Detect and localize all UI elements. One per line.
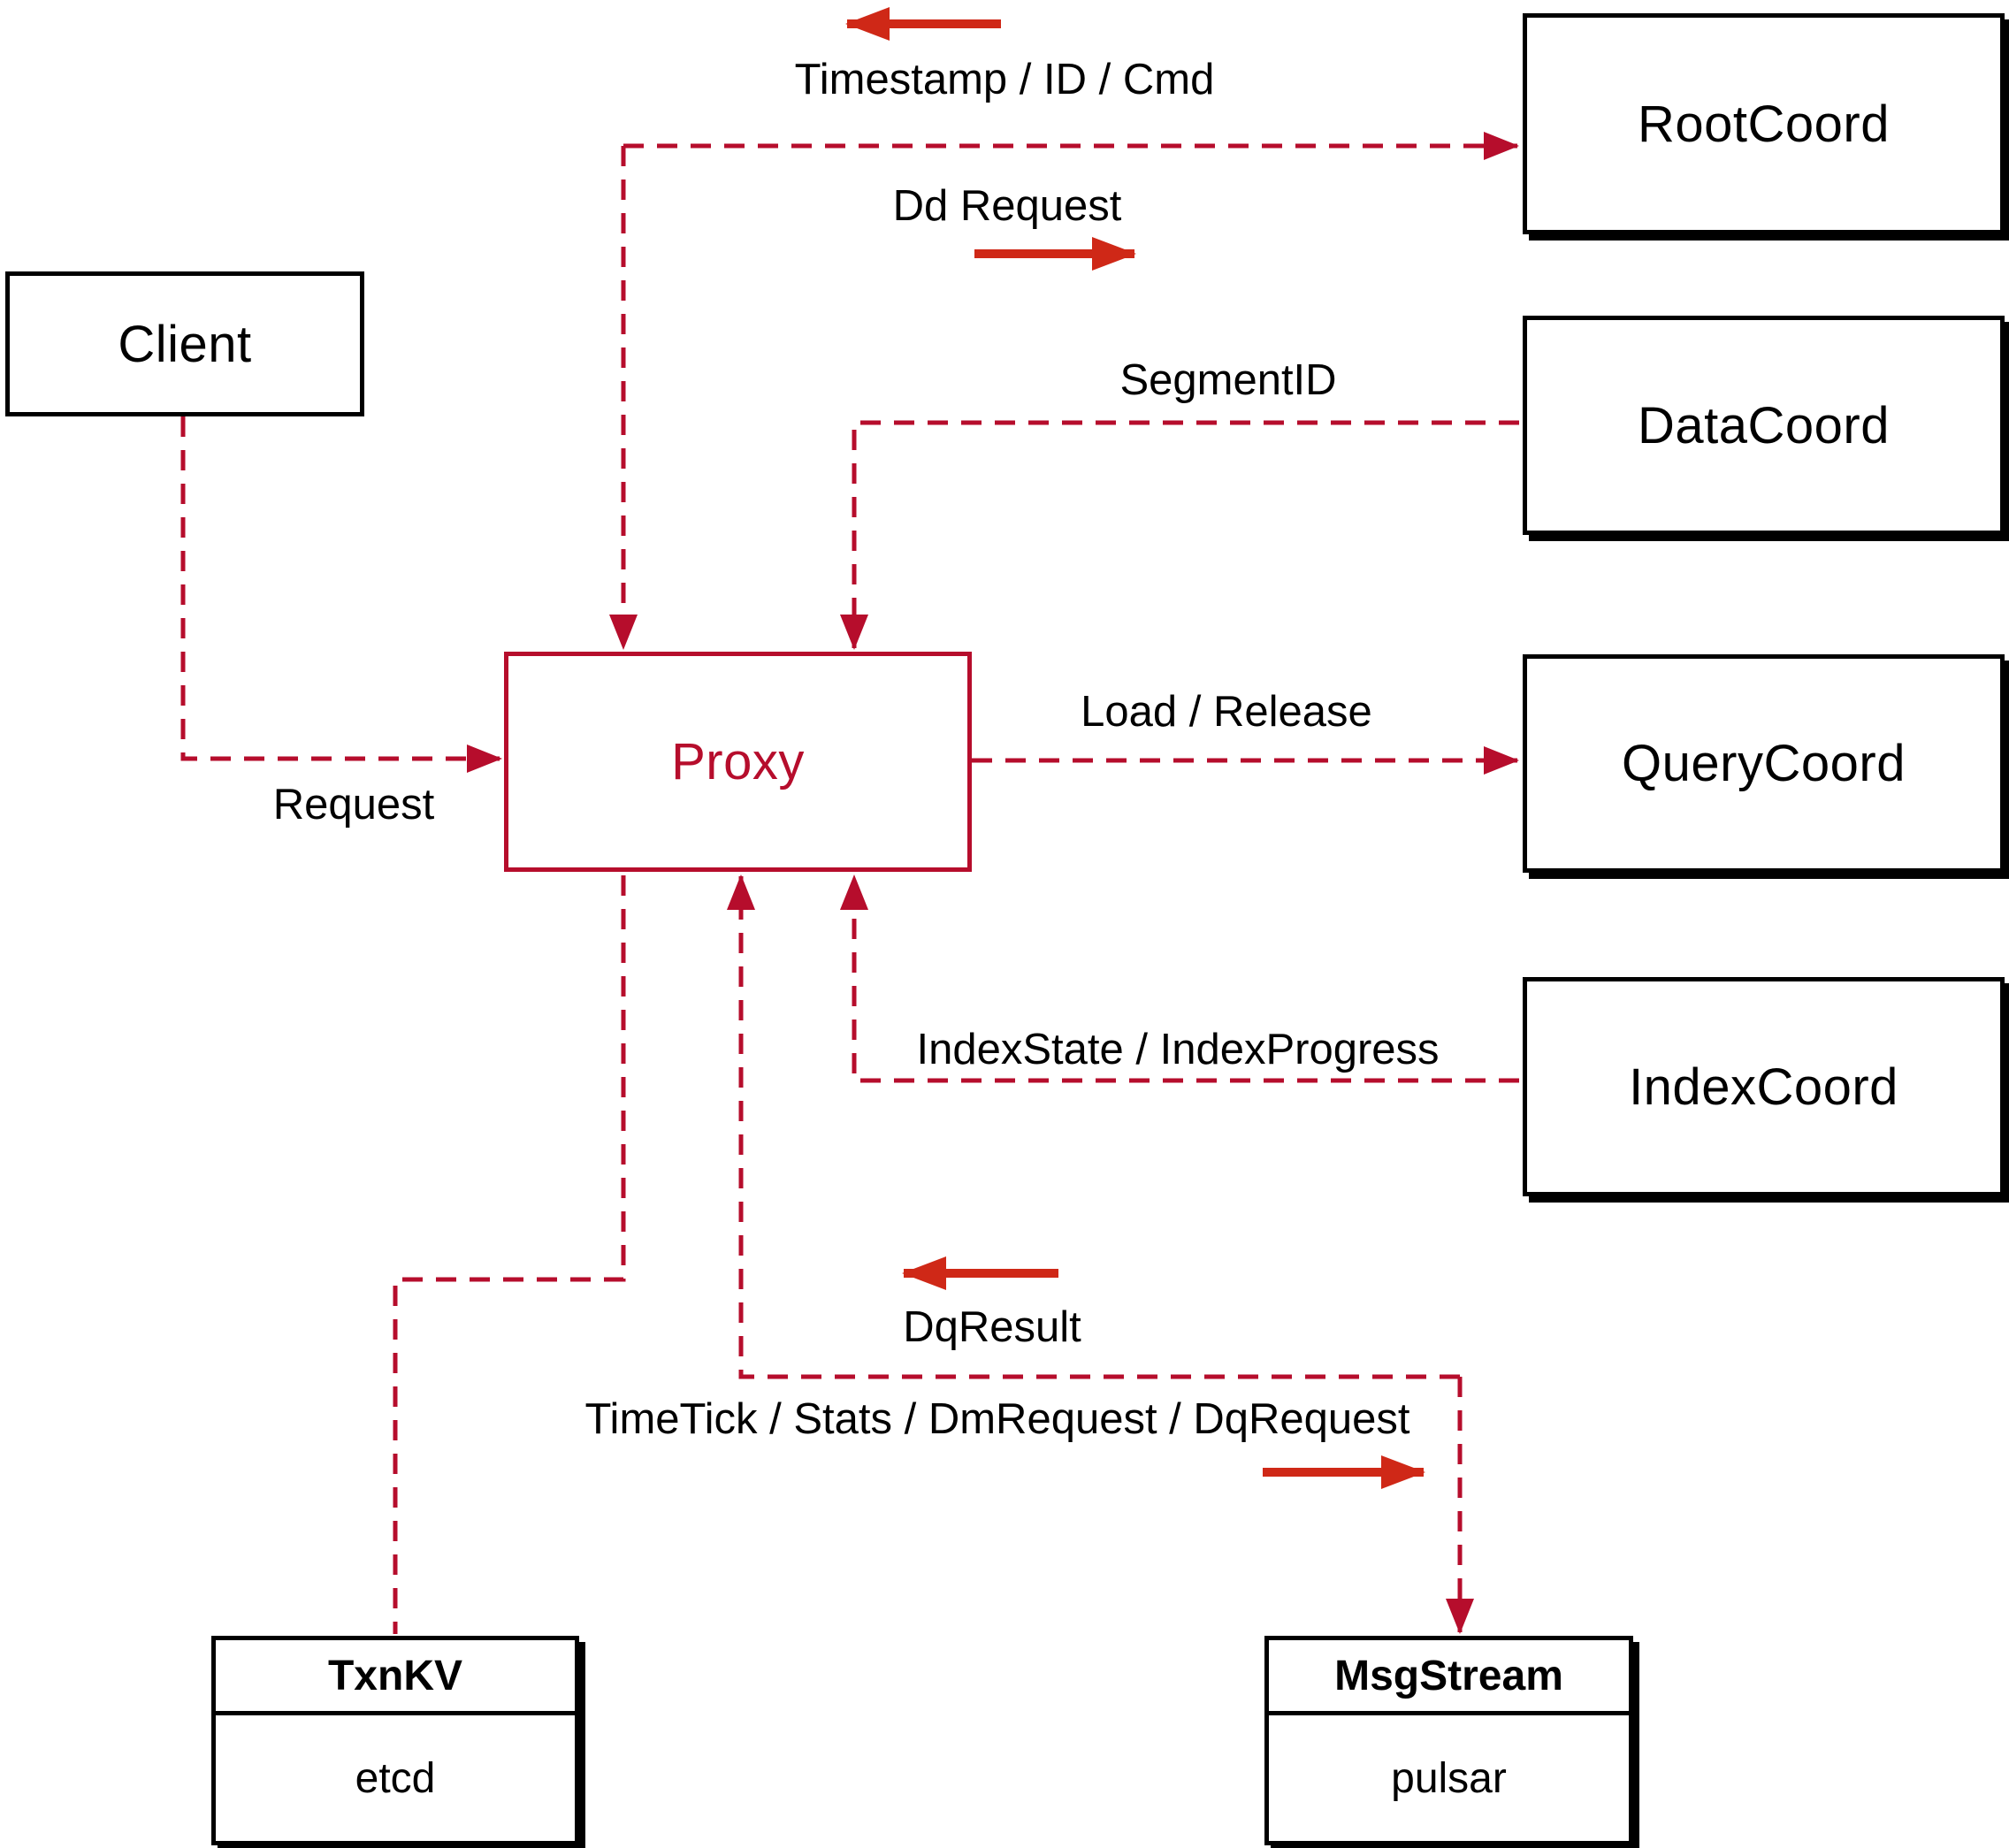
edge-msgstream-to-proxy (727, 874, 1460, 1379)
node-client-label: Client (118, 315, 252, 373)
edge-label-segment-id: SegmentID (1119, 356, 1337, 404)
node-txnkv-subtitle: etcd (355, 1754, 436, 1802)
edge-client-to-proxy (180, 416, 502, 773)
node-rootcoord: RootCoord (1523, 13, 2005, 234)
node-querycoord: QueryCoord (1523, 654, 2005, 873)
node-indexcoord: IndexCoord (1523, 977, 2005, 1196)
node-datacoord: DataCoord (1523, 316, 2005, 535)
node-proxy-label: Proxy (671, 733, 805, 790)
node-rootcoord-label: RootCoord (1638, 95, 1890, 153)
node-txnkv-body: etcd (216, 1715, 575, 1841)
edge-label-timestamp-id-cmd: Timestamp / ID / Cmd (794, 56, 1215, 103)
edge-label-dd-request: Dd Request (892, 182, 1122, 230)
node-msgstream-header: MsgStream (1269, 1640, 1629, 1715)
node-txnkv-title: TxnKV (327, 1652, 462, 1699)
edge-label-request: Request (272, 781, 435, 829)
node-txnkv: TxnKV etcd (211, 1636, 579, 1845)
edge-proxy-to-txnkv (393, 875, 626, 1634)
node-indexcoord-label: IndexCoord (1629, 1058, 1898, 1116)
edge-label-load-release: Load / Release (1081, 688, 1372, 736)
node-msgstream-body: pulsar (1269, 1715, 1629, 1841)
edge-label-indexstate-indexprogress: IndexState / IndexProgress (916, 1026, 1440, 1073)
node-txnkv-header: TxnKV (216, 1640, 575, 1715)
node-proxy: Proxy (504, 652, 972, 872)
edge-datacoord-to-proxy (840, 420, 1519, 650)
node-msgstream: MsgStream pulsar (1264, 1636, 1633, 1845)
node-datacoord-label: DataCoord (1638, 396, 1890, 454)
node-querycoord-label: QueryCoord (1622, 735, 1906, 792)
edge-label-dqresult: DqResult (903, 1303, 1081, 1351)
node-msgstream-title: MsgStream (1334, 1652, 1563, 1699)
edge-indexcoord-to-proxy (840, 874, 1519, 1083)
node-client: Client (5, 271, 364, 416)
edge-label-timetick-stats-dmrequest-dqrequest: TimeTick / Stats / DmRequest / DqRequest (584, 1395, 1410, 1443)
node-msgstream-subtitle: pulsar (1391, 1754, 1507, 1802)
